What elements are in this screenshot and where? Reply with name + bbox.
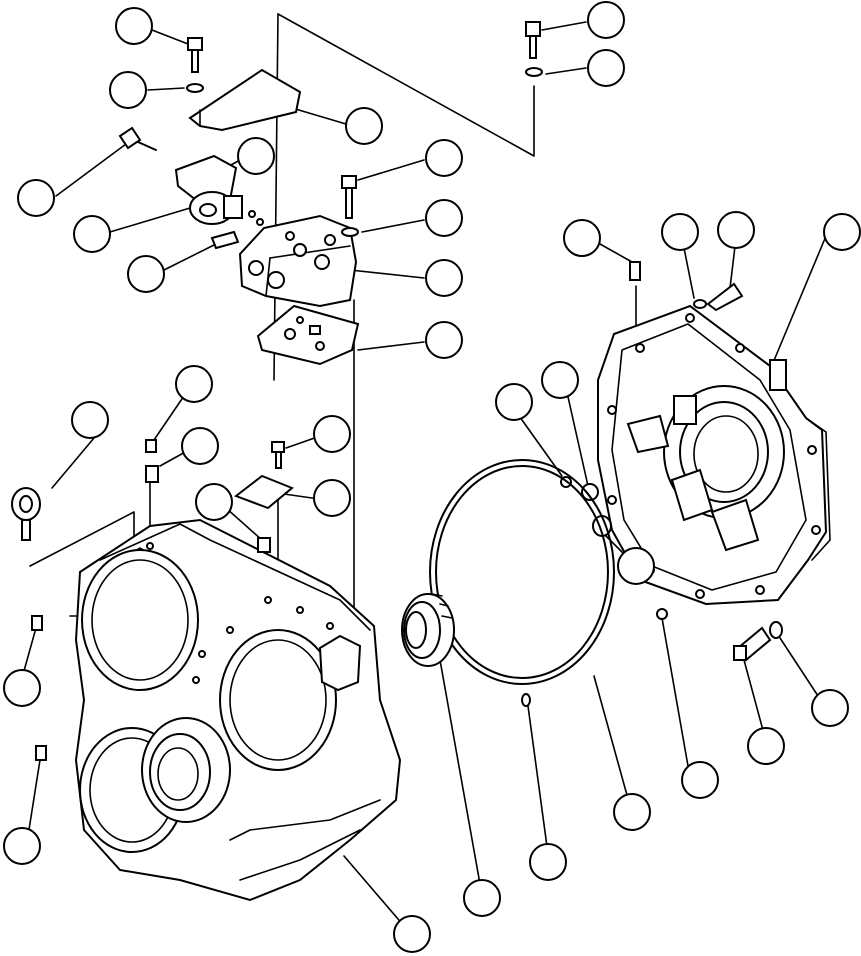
o-rings-and-gasket [429, 459, 668, 707]
control-valve-body [238, 175, 360, 366]
callout-bubble [17, 179, 55, 217]
callout-bubble [127, 255, 165, 293]
callout-bubble [587, 1, 625, 39]
oil-seal [401, 593, 455, 667]
callout-bubble [425, 199, 463, 237]
transmission-case [74, 518, 402, 902]
callout-bubble [313, 415, 351, 453]
leader-lines [21, 13, 827, 927]
callout-bubble [529, 843, 567, 881]
right-top-bolt [525, 21, 543, 77]
callout-bubble [73, 215, 111, 253]
callout-bubble [613, 793, 651, 831]
callout-bubbles [3, 1, 861, 953]
callout-bubble [425, 259, 463, 297]
callout-bubble [495, 383, 533, 421]
callout-bubble [195, 483, 233, 521]
callout-bubble [175, 365, 213, 403]
callout-bubble [425, 139, 463, 177]
callout-bubble [811, 689, 849, 727]
case-hardware [11, 439, 294, 761]
callout-bubble [681, 761, 719, 799]
torque-converter-housing-cover [597, 261, 831, 662]
callout-bubble [661, 213, 699, 251]
callout-bubble [115, 7, 153, 45]
callout-bubble [181, 427, 219, 465]
callout-bubble [345, 107, 383, 145]
callout-bubble [393, 915, 431, 953]
callout-bubble [3, 827, 41, 865]
callout-bubble [313, 479, 351, 517]
callout-bubble [563, 219, 601, 257]
callout-bubble [617, 547, 655, 585]
callout-bubble [747, 727, 785, 765]
callout-bubble [541, 361, 579, 399]
callout-bubble [237, 137, 275, 175]
callout-bubble [425, 321, 463, 359]
solenoid-bracket-assembly [118, 37, 302, 250]
callout-bubble [109, 71, 147, 109]
callout-bubble [71, 401, 109, 439]
callout-bubble [717, 211, 755, 249]
callout-bubble [823, 213, 861, 251]
callout-bubble [3, 669, 41, 707]
callout-bubble [463, 879, 501, 917]
callout-bubble [587, 49, 625, 87]
